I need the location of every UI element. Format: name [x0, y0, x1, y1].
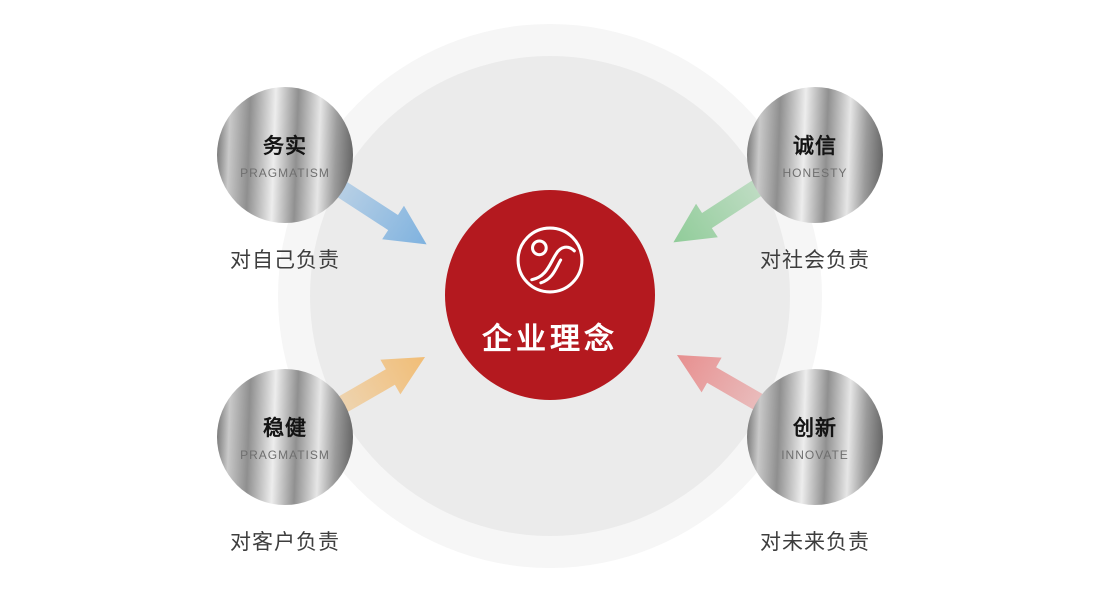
arrow-bottom-right-icon [676, 355, 775, 417]
arrow-top-right-icon [673, 175, 769, 243]
node-label-en: PRAGMATISM [240, 448, 330, 462]
node-caption: 对客户负责 [230, 531, 340, 554]
node-caption: 对社会负责 [760, 249, 870, 272]
metal-circle-pragmatism: 务实 PRAGMATISM [217, 87, 353, 223]
arrow-bottom-left-icon [327, 357, 426, 419]
node-label-zh: 稳健 [263, 417, 307, 440]
node-innovate: 创新 INNOVATE 对未来负责 [747, 369, 883, 556]
metal-circle-innovate: 创新 INNOVATE [747, 369, 883, 505]
node-honesty: 诚信 HONESTY 对社会负责 [747, 87, 883, 274]
metal-circle-honesty: 诚信 HONESTY [747, 87, 883, 223]
node-caption: 对未来负责 [760, 531, 870, 554]
node-pragmatism: 务实 PRAGMATISM 对自己负责 [217, 87, 353, 274]
node-caption: 对自己负责 [230, 249, 340, 272]
node-label-en: HONESTY [782, 166, 848, 180]
node-label-en: INNOVATE [781, 448, 849, 462]
center-title: 企业理念 [482, 323, 618, 356]
node-label-zh: 务实 [263, 135, 307, 158]
company-swoosh-logo-icon [516, 226, 584, 294]
metal-circle-stability: 稳健 PRAGMATISM [217, 369, 353, 505]
center-circle: 企业理念 [445, 190, 655, 400]
arrow-top-left-icon [331, 177, 427, 245]
node-label-zh: 诚信 [793, 135, 837, 158]
node-stability: 稳健 PRAGMATISM 对客户负责 [217, 369, 353, 556]
node-label-en: PRAGMATISM [240, 166, 330, 180]
node-label-zh: 创新 [793, 417, 837, 440]
